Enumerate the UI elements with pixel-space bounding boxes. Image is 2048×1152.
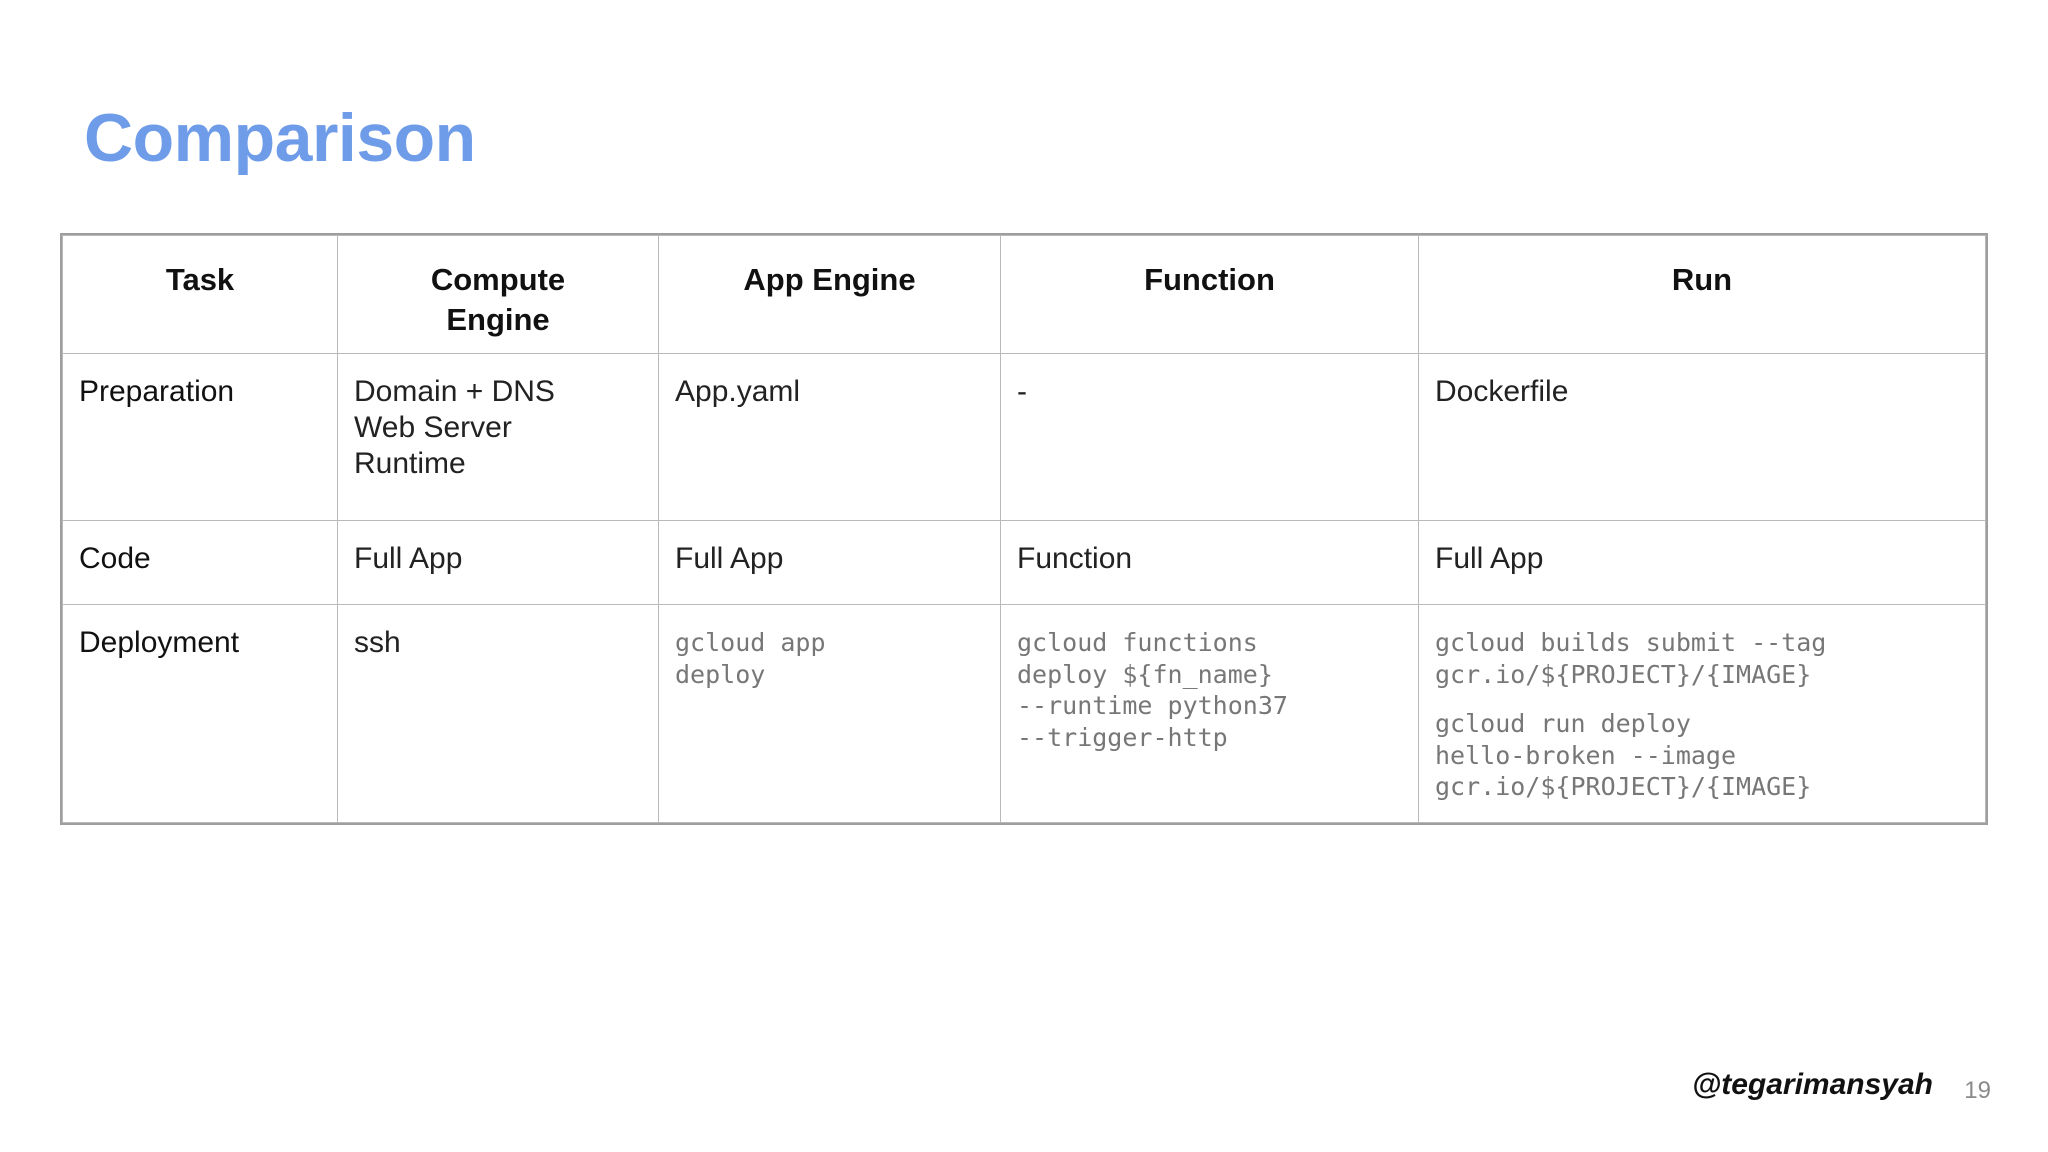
table-row: Deployment ssh gcloud app deploy gcloud …: [62, 604, 1986, 823]
cell-preparation-run: Dockerfile: [1418, 353, 1986, 521]
row-label-code: Code: [62, 520, 338, 605]
row-label-preparation: Preparation: [62, 353, 338, 521]
column-header-task: Task: [62, 235, 338, 354]
cell-code-compute-engine: Full App: [337, 520, 659, 605]
table-row: Preparation Domain + DNS Web Server Runt…: [62, 353, 1986, 521]
column-header-compute-engine-label: Compute Engine: [430, 262, 566, 337]
page-number: 19: [1964, 1077, 1991, 1104]
column-header-compute-engine: Compute Engine: [337, 235, 659, 354]
cell-deployment-function: gcloud functions deploy ${fn_name} --run…: [1000, 604, 1419, 823]
cell-deployment-compute-engine: ssh: [337, 604, 659, 823]
column-header-app-engine-label: App Engine: [743, 262, 916, 297]
cell-deployment-app-engine: gcloud app deploy: [658, 604, 1001, 823]
column-header-task-label: Task: [165, 262, 235, 297]
column-header-run-label: Run: [1671, 262, 1733, 297]
column-header-function-label: Function: [1144, 262, 1275, 297]
cell-deployment-run: gcloud builds submit --tag gcr.io/${PROJ…: [1418, 604, 1986, 823]
cell-deployment-run-command-2: gcloud run deploy hello-broken --image g…: [1435, 709, 1812, 801]
table-row: Code Full App Full App Function Full App: [62, 520, 1986, 605]
column-header-run: Run: [1418, 235, 1986, 354]
page-title: Comparison: [84, 100, 476, 176]
row-label-deployment: Deployment: [62, 604, 338, 823]
comparison-table: Task Compute Engine App Engine Function …: [60, 233, 1988, 825]
cell-deployment-run-command-1: gcloud builds submit --tag gcr.io/${PROJ…: [1435, 628, 1827, 689]
author-handle: @tegarimansyah: [1691, 1068, 1933, 1101]
cell-preparation-compute-engine: Domain + DNS Web Server Runtime: [337, 353, 659, 521]
table-header-row: Task Compute Engine App Engine Function …: [62, 235, 1986, 354]
cell-code-app-engine: Full App: [658, 520, 1001, 605]
column-header-app-engine: App Engine: [658, 235, 1001, 354]
cell-preparation-function: -: [1000, 353, 1419, 521]
cell-code-run: Full App: [1418, 520, 1986, 605]
cell-preparation-app-engine: App.yaml: [658, 353, 1001, 521]
cell-code-function: Function: [1000, 520, 1419, 605]
column-header-function: Function: [1000, 235, 1419, 354]
